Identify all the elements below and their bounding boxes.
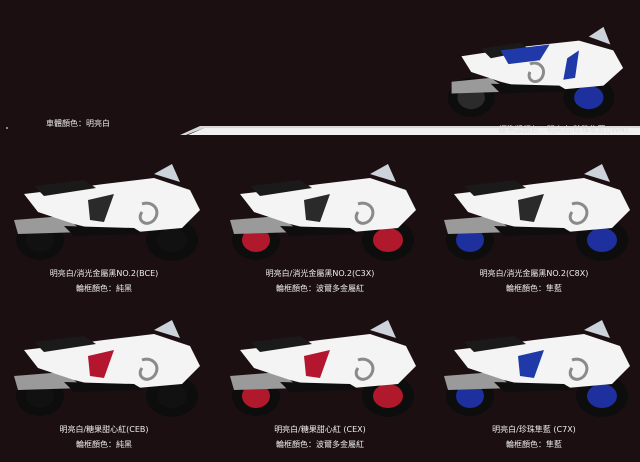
body-color-label: 車體顏色：明亮白: [46, 119, 110, 128]
motorcycle-image: [230, 164, 416, 261]
motorcycle-image: [14, 164, 200, 261]
rim-color-label: 輪框顏色：純黑: [76, 284, 132, 293]
variant-card[interactable]: 明亮白/消光金屬黑NO.2(C3X) 輪框顏色：波爾多金屬紅: [220, 160, 430, 300]
variant-card[interactable]: 明亮白/糖果甜心紅 (CEX) 輪框顏色：波爾多金屬紅: [220, 316, 430, 456]
variant-card[interactable]: 明亮白/消光金屬黑NO.2(BCE) 輪框顏色：純黑: [4, 160, 214, 300]
variant-name: 明亮白/消光金屬黑NO.2(BCE): [49, 269, 159, 278]
rear-rim: [26, 228, 54, 252]
variant-card[interactable]: 明亮白/糖果甜心紅(CEB) 輪框顏色：純黑: [4, 316, 214, 456]
motorcycle-image: [444, 164, 630, 261]
rim-color-label: 輪框顏色：隼藍: [506, 440, 562, 449]
variant-name: 明亮白/消光金屬黑NO.2(C3X): [265, 269, 375, 278]
variant-name: 明亮白/珍珠隼藍 (C7X): [492, 425, 576, 434]
variant-card[interactable]: 明亮白/珍珠隼藍 (C7X) 輪框顏色：隼藍: [434, 316, 640, 456]
divider-stripe: [180, 126, 640, 135]
rim-color-label: 輪框顏色：波爾多金屬紅: [276, 440, 364, 449]
motorcycle-image: [14, 320, 200, 417]
motorcycle-image: [230, 320, 416, 417]
variant-name: 明亮白/糖果甜心紅 (CEX): [274, 425, 366, 434]
variant-name: 明亮白/消光金屬黑NO.2(C8X): [479, 269, 589, 278]
rim-color-label: 輪框顏色：波爾多金屬紅: [276, 284, 364, 293]
rim-color-label: 輪框顏色：隼藍: [506, 284, 562, 293]
standard-version-label: 標準版顏色：明亮白/珍珠隼藍(JWN): [498, 125, 628, 134]
rim-color-label: 輪框顏色：純黑: [76, 440, 132, 449]
motorcycle-image: [444, 320, 630, 417]
hero-motorcycle-image: [447, 26, 624, 119]
variant-name: 明亮白/糖果甜心紅(CEB): [59, 425, 149, 434]
variant-card[interactable]: 明亮白/消光金屬黑NO.2(C8X) 輪框顏色：隼藍: [434, 160, 640, 300]
marker-dot: [6, 127, 8, 129]
